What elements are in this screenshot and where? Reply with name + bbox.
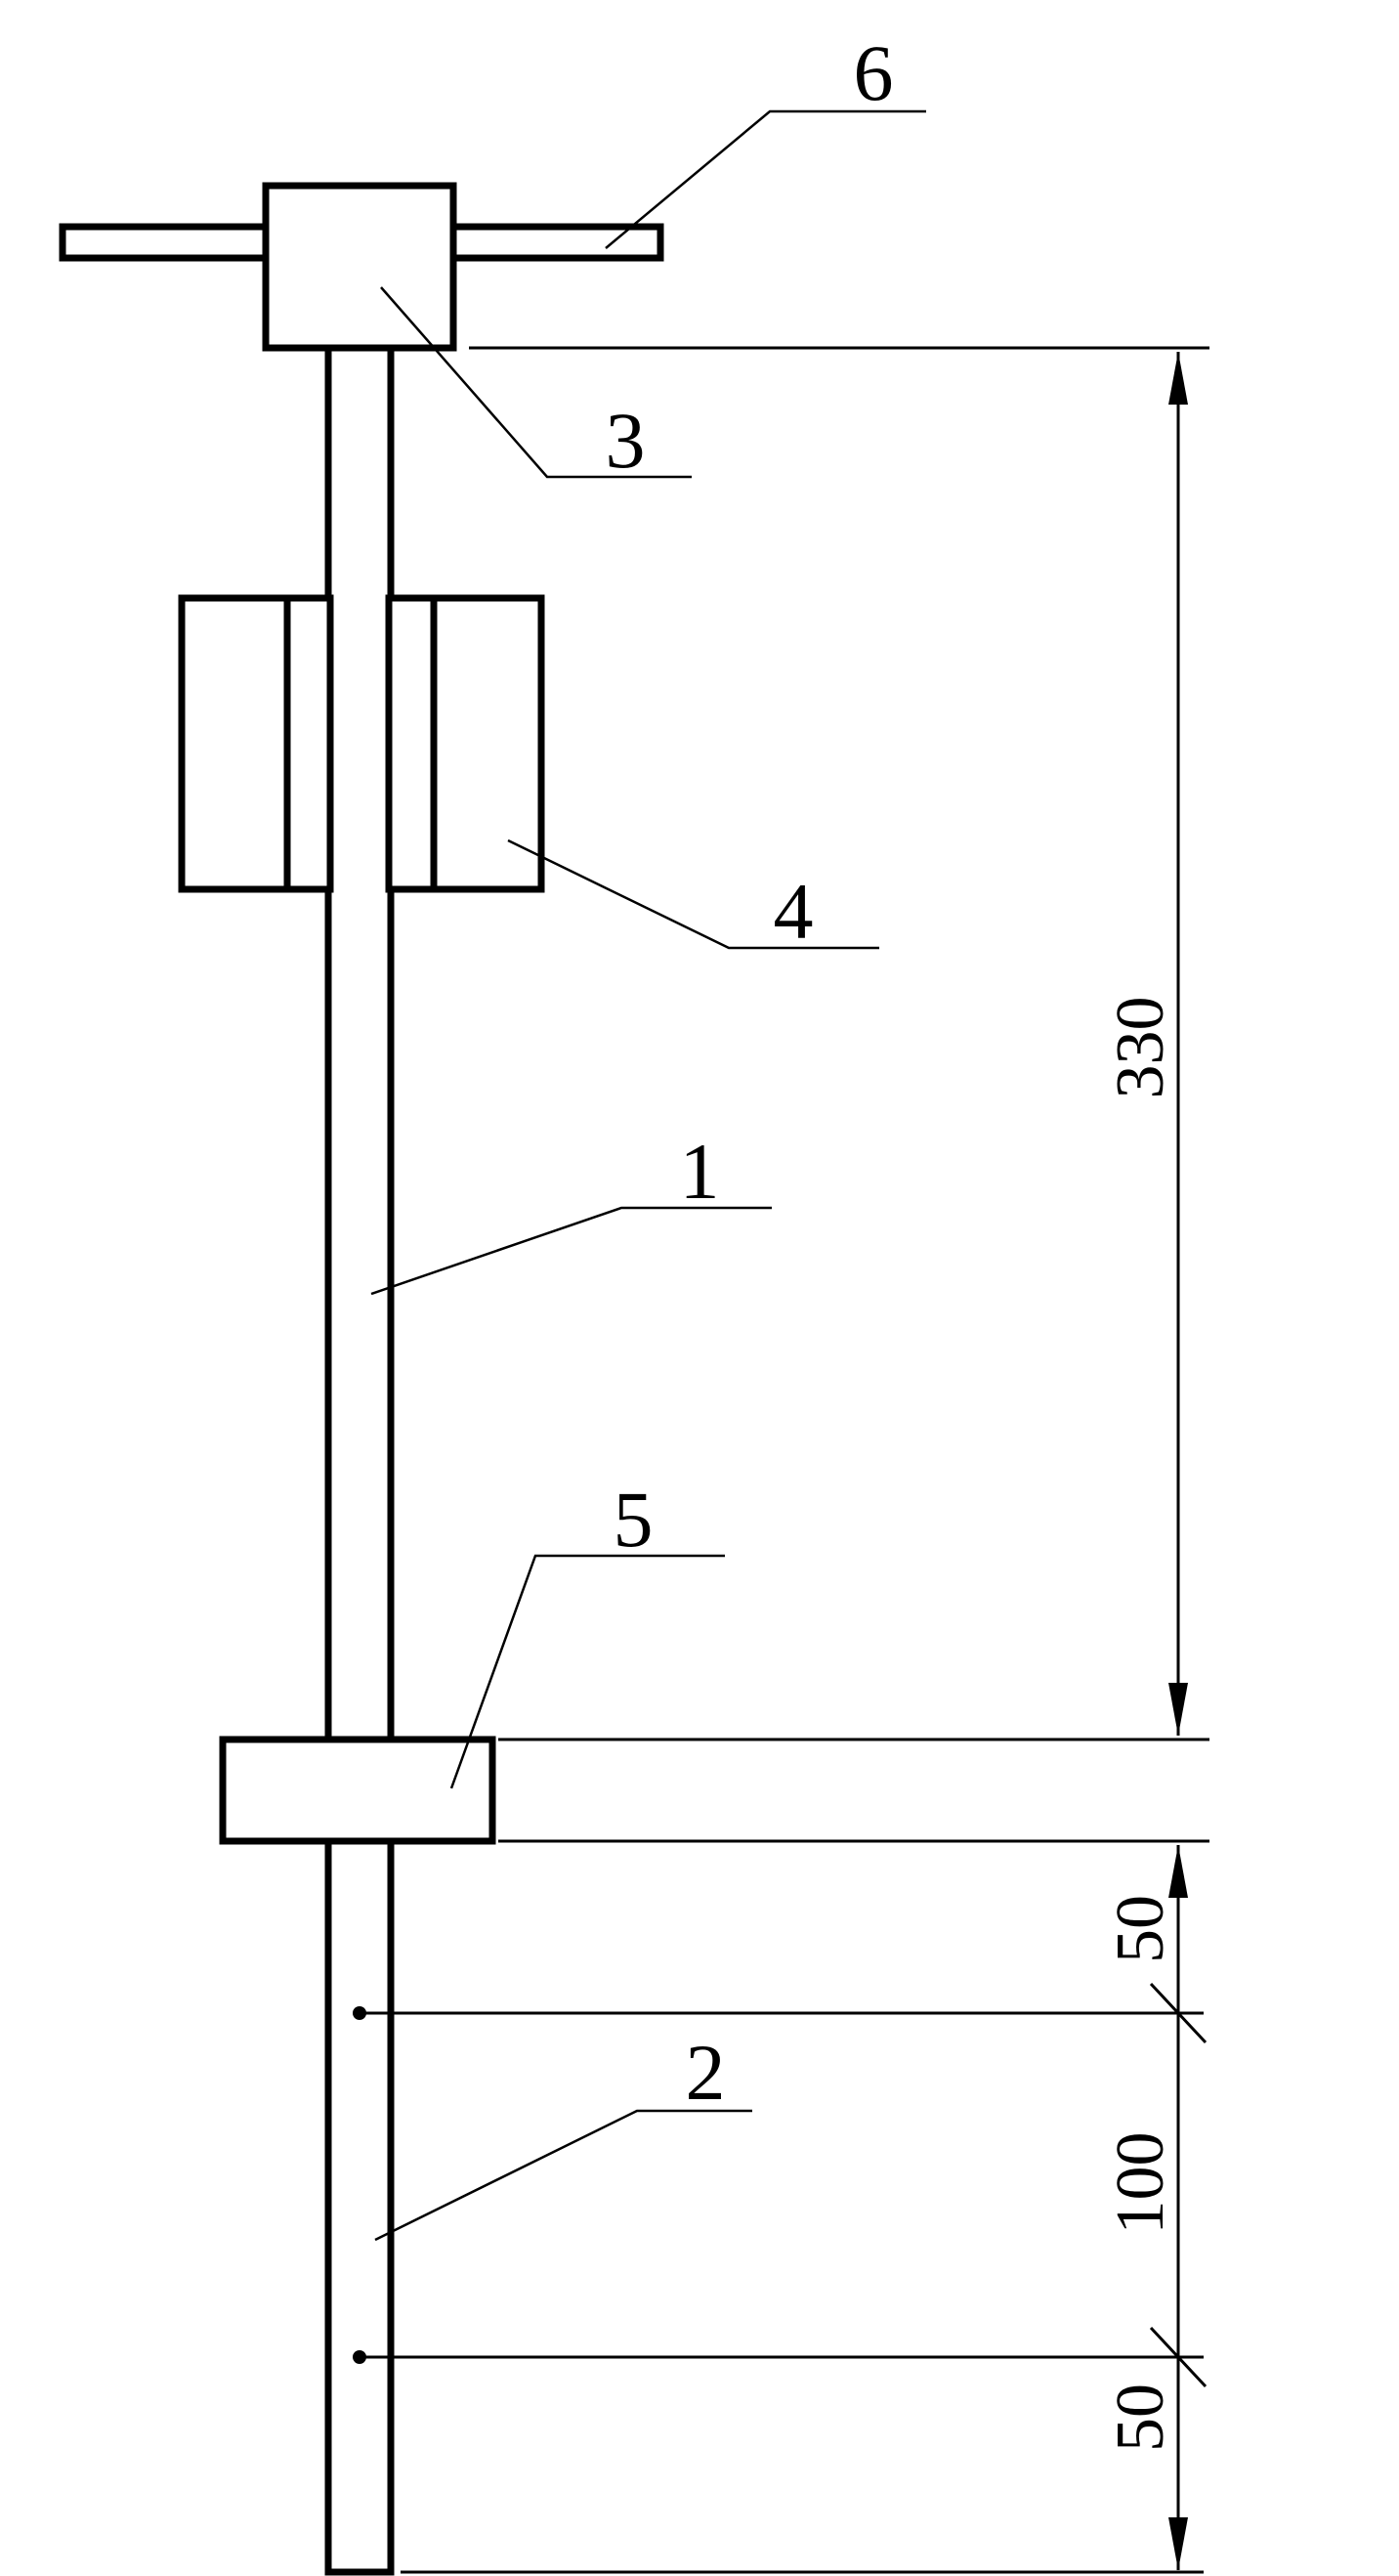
extension-lines — [360, 346, 1209, 2574]
weight-right-outer — [430, 594, 545, 893]
leader-3 — [380, 286, 692, 479]
dim-text-330: 330 — [1103, 997, 1178, 1099]
weight-left-outer — [178, 594, 291, 893]
callout-1: 1 — [680, 1127, 720, 1216]
collar — [219, 1736, 496, 1845]
callout-3: 3 — [606, 396, 646, 485]
dim-text-100: 100 — [1103, 2132, 1178, 2235]
upper-rod — [324, 340, 395, 1743]
callout-5: 5 — [614, 1475, 654, 1564]
lower-rod — [324, 1833, 395, 2576]
weight-left-inner — [283, 594, 334, 893]
leader-5 — [449, 1554, 725, 1789]
weight-right-inner — [385, 594, 438, 893]
leader-6 — [605, 109, 926, 249]
head-block — [262, 182, 457, 352]
leader-1 — [370, 1206, 772, 1296]
leader-2 — [374, 2109, 752, 2242]
callout-6: 6 — [854, 28, 894, 117]
weight-assembly — [178, 594, 545, 893]
dim-text-50-bottom: 50 — [1103, 2383, 1178, 2452]
dimension-chain-lower — [1149, 1845, 1208, 2570]
dimension-330 — [1168, 352, 1188, 1736]
callout-4: 4 — [774, 867, 814, 956]
leader-4 — [507, 838, 879, 950]
callout-2: 2 — [686, 2028, 726, 2117]
dim-text-50-top: 50 — [1103, 1895, 1178, 1963]
